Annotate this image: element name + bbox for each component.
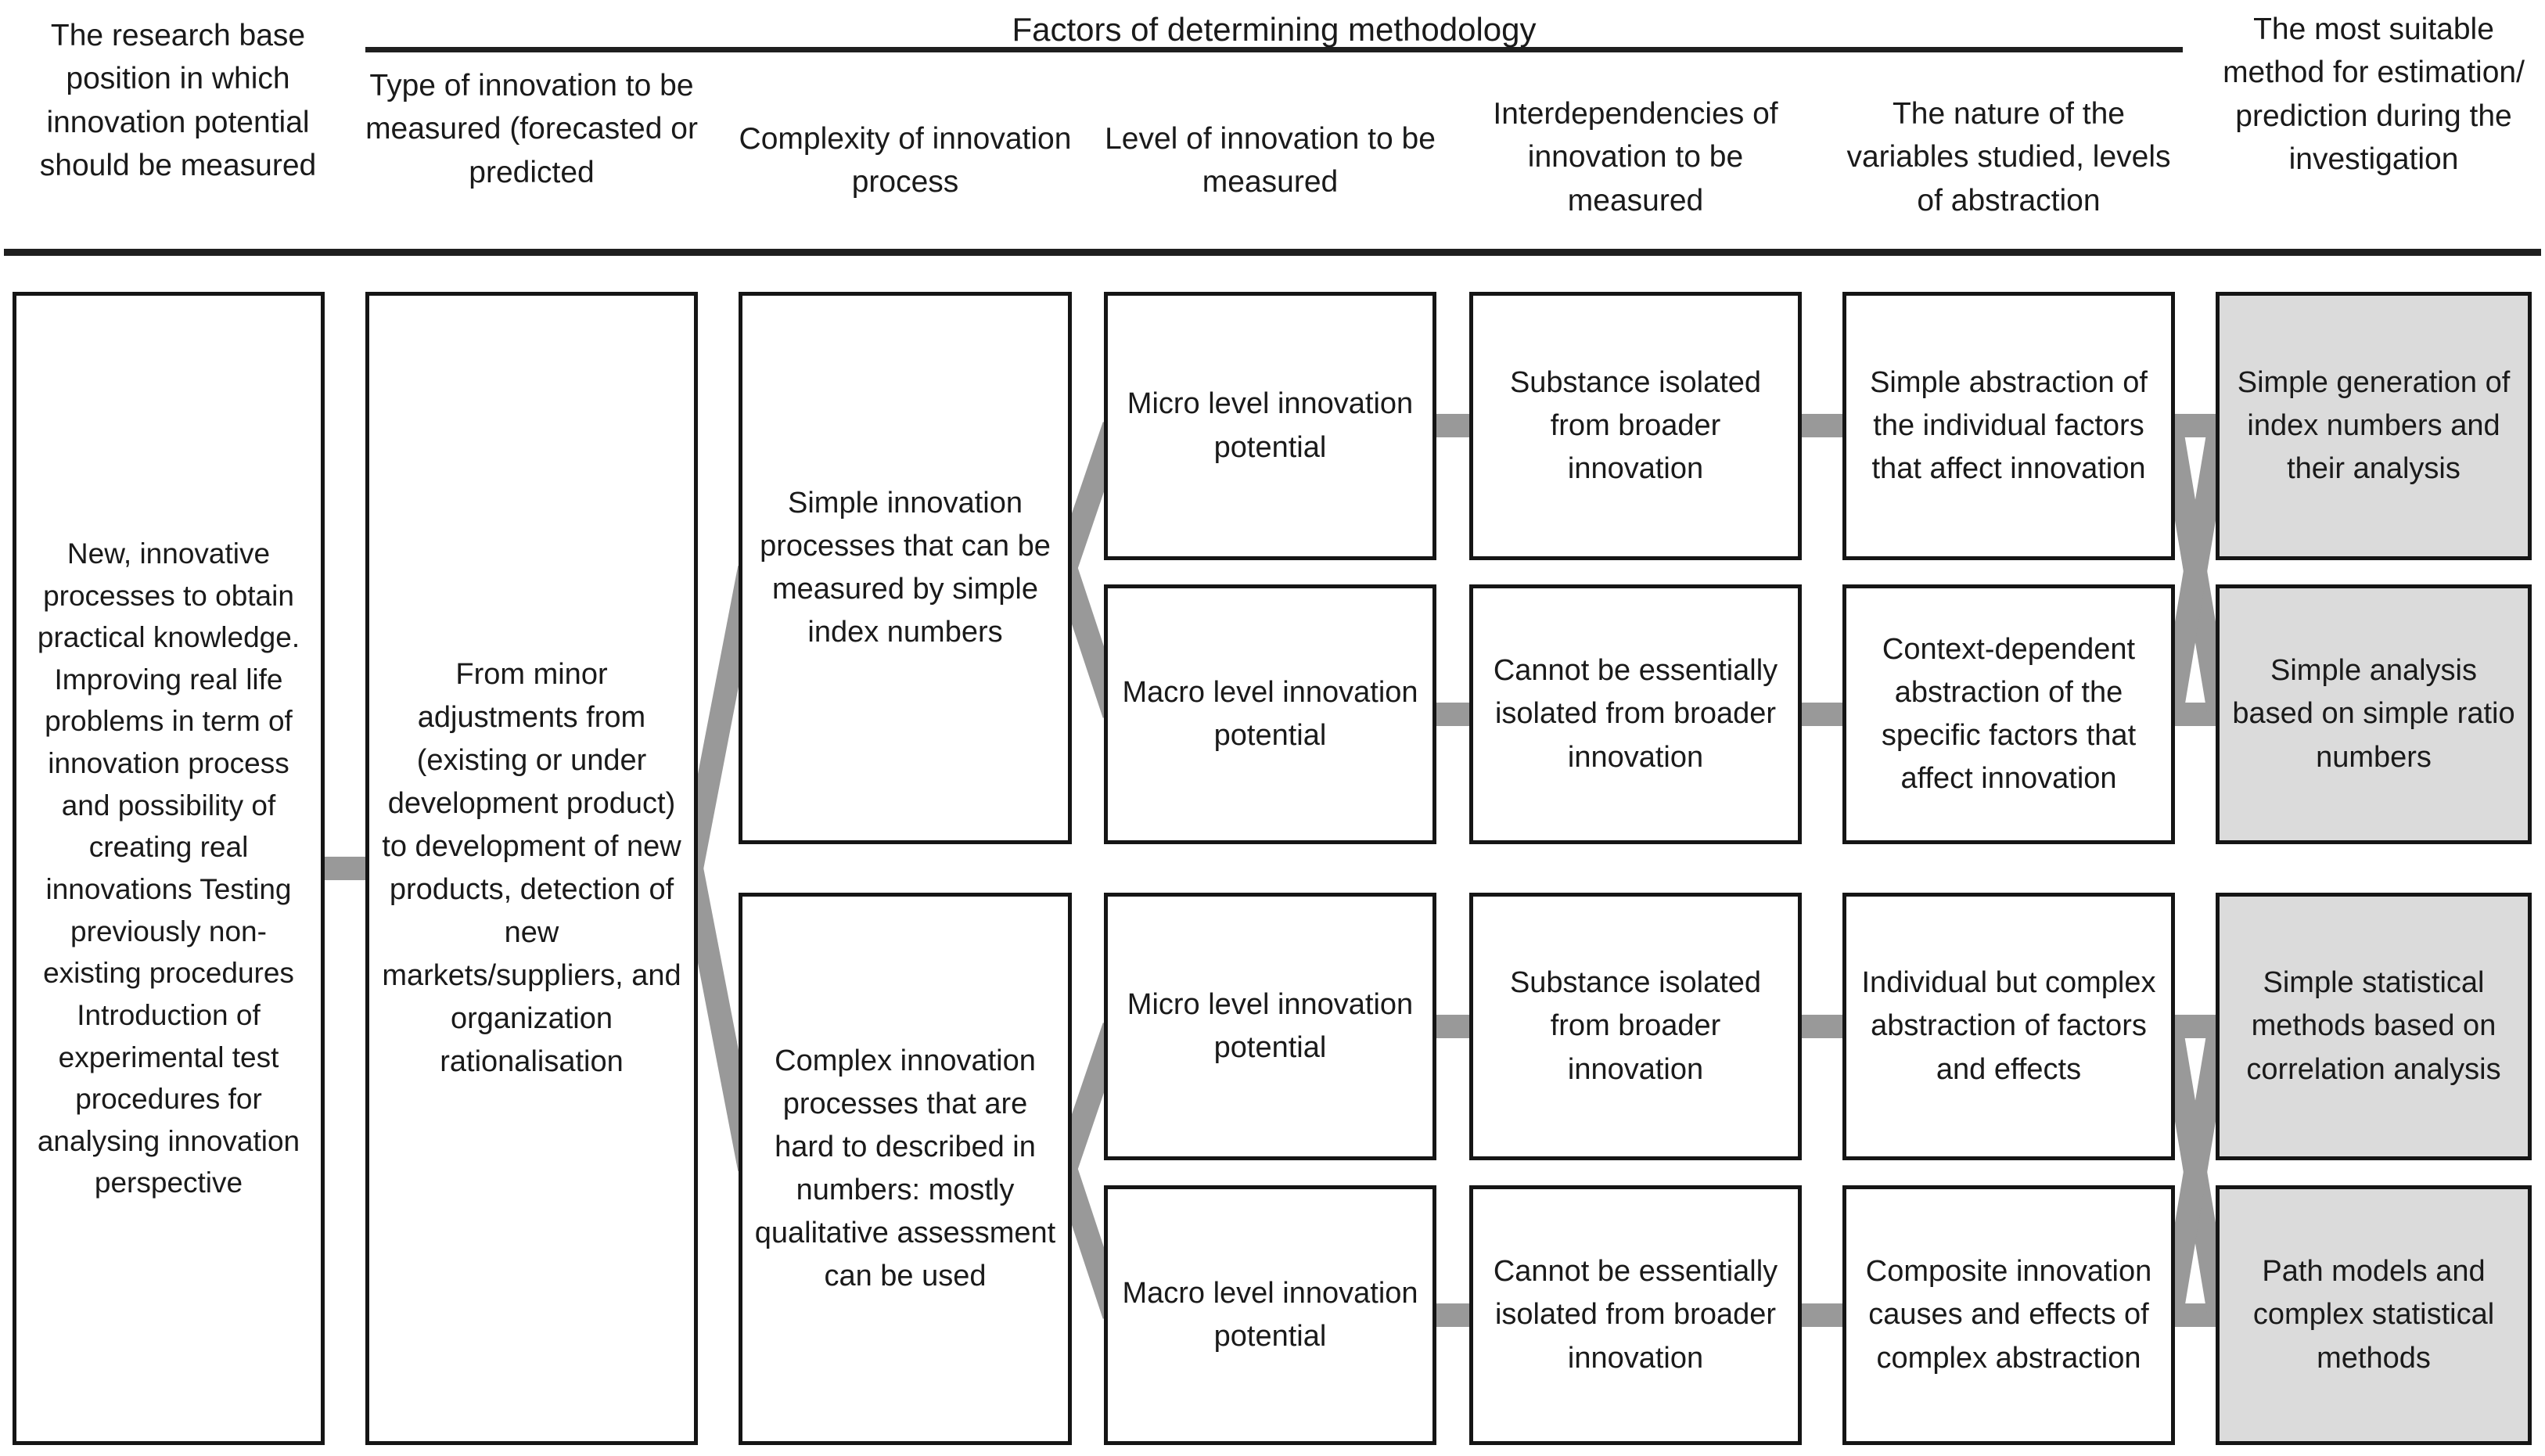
box-level-macro-2-text: Macro level innovation potential — [1122, 1276, 1418, 1353]
box-nature-individual-complex: Individual but complex abstraction of fa… — [1842, 893, 2175, 1160]
box-research-base: New, innovative processes to obtain prac… — [13, 292, 325, 1445]
box-nature-composite-text: Composite innovation causes and effects … — [1865, 1255, 2152, 1375]
box-interdep-cannot-1: Cannot be essentially isolated from broa… — [1469, 584, 1802, 844]
header-method: The most suitable method for estimation/… — [2223, 13, 2525, 177]
header-factor-interdependencies: Interdependencies of innovation to be me… — [1493, 97, 1778, 218]
connector-cross-r4-r3 — [2160, 1029, 2230, 1315]
box-method-path-models: Path models and complex statistical meth… — [2216, 1185, 2532, 1445]
box-method-ratio-numbers: Simple analysis based on simple ratio nu… — [2216, 584, 2532, 844]
factors-group-underline — [365, 47, 2183, 52]
box-nature-context-dependent: Context-dependent abstraction of the spe… — [1842, 584, 2175, 844]
box-interdep-cannot-2: Cannot be essentially isolated from broa… — [1469, 1185, 1802, 1445]
box-complexity-complex-text: Complex innovation processes that are ha… — [754, 1044, 1056, 1293]
box-interdep-substance-2-text: Substance isolated from broader innovati… — [1509, 966, 1762, 1086]
box-research-base-text: New, innovative processes to obtain prac… — [37, 537, 300, 1199]
box-method-correlation: Simple statistical methods based on corr… — [2216, 893, 2532, 1160]
box-interdep-substance-1-text: Substance isolated from broader innovati… — [1509, 365, 1762, 486]
box-nature-context-dependent-text: Context-dependent abstraction of the spe… — [1881, 632, 2137, 796]
box-level-macro-1-text: Macro level innovation potential — [1122, 675, 1418, 752]
box-interdep-substance-1: Substance isolated from broader innovati… — [1469, 292, 1802, 560]
box-innovation-type-text: From minor adjustments from (existing or… — [382, 657, 681, 1079]
header-factor-nature: The nature of the variables studied, lev… — [1846, 97, 2171, 218]
box-method-ratio-numbers-text: Simple analysis based on simple ratio nu… — [2232, 654, 2515, 774]
box-nature-simple-abstraction: Simple abstraction of the individual fac… — [1842, 292, 2175, 560]
box-nature-simple-abstraction-text: Simple abstraction of the individual fac… — [1870, 365, 2148, 486]
box-level-micro-1: Micro level innovation potential — [1104, 292, 1436, 560]
header-research-base: The research base position in which inno… — [39, 19, 317, 183]
box-innovation-type: From minor adjustments from (existing or… — [365, 292, 698, 1445]
box-level-micro-1-text: Micro level innovation potential — [1127, 387, 1414, 464]
header-factor-type: Type of innovation to be measured (forec… — [365, 69, 698, 189]
box-method-index-numbers-text: Simple generation of index numbers and t… — [2237, 365, 2511, 486]
box-method-correlation-text: Simple statistical methods based on corr… — [2246, 966, 2501, 1086]
header-factor-complexity: Complexity of innovation process — [739, 122, 1072, 200]
box-level-micro-2-text: Micro level innovation potential — [1127, 987, 1414, 1064]
box-complexity-simple: Simple innovation processes that can be … — [739, 292, 1072, 844]
connector-cross-r2-r1 — [2160, 428, 2230, 714]
box-nature-individual-complex-text: Individual but complex abstraction of fa… — [1861, 966, 2156, 1086]
box-nature-composite: Composite innovation causes and effects … — [1842, 1185, 2175, 1445]
box-complexity-complex: Complex innovation processes that are ha… — [739, 893, 1072, 1445]
box-method-index-numbers: Simple generation of index numbers and t… — [2216, 292, 2532, 560]
box-level-macro-2: Macro level innovation potential — [1104, 1185, 1436, 1445]
box-level-micro-2: Micro level innovation potential — [1104, 893, 1436, 1160]
box-interdep-cannot-2-text: Cannot be essentially isolated from broa… — [1493, 1255, 1778, 1375]
header-main-rule — [4, 249, 2541, 256]
header-factors-group: Factors of determining methodology — [1012, 11, 1537, 48]
box-method-path-models-text: Path models and complex statistical meth… — [2252, 1255, 2495, 1375]
header-factor-level: Level of innovation to be measured — [1105, 122, 1436, 200]
box-complexity-simple-text: Simple innovation processes that can be … — [760, 486, 1051, 649]
box-interdep-substance-2: Substance isolated from broader innovati… — [1469, 893, 1802, 1160]
box-level-macro-1: Macro level innovation potential — [1104, 584, 1436, 844]
box-interdep-cannot-1-text: Cannot be essentially isolated from broa… — [1493, 654, 1778, 774]
